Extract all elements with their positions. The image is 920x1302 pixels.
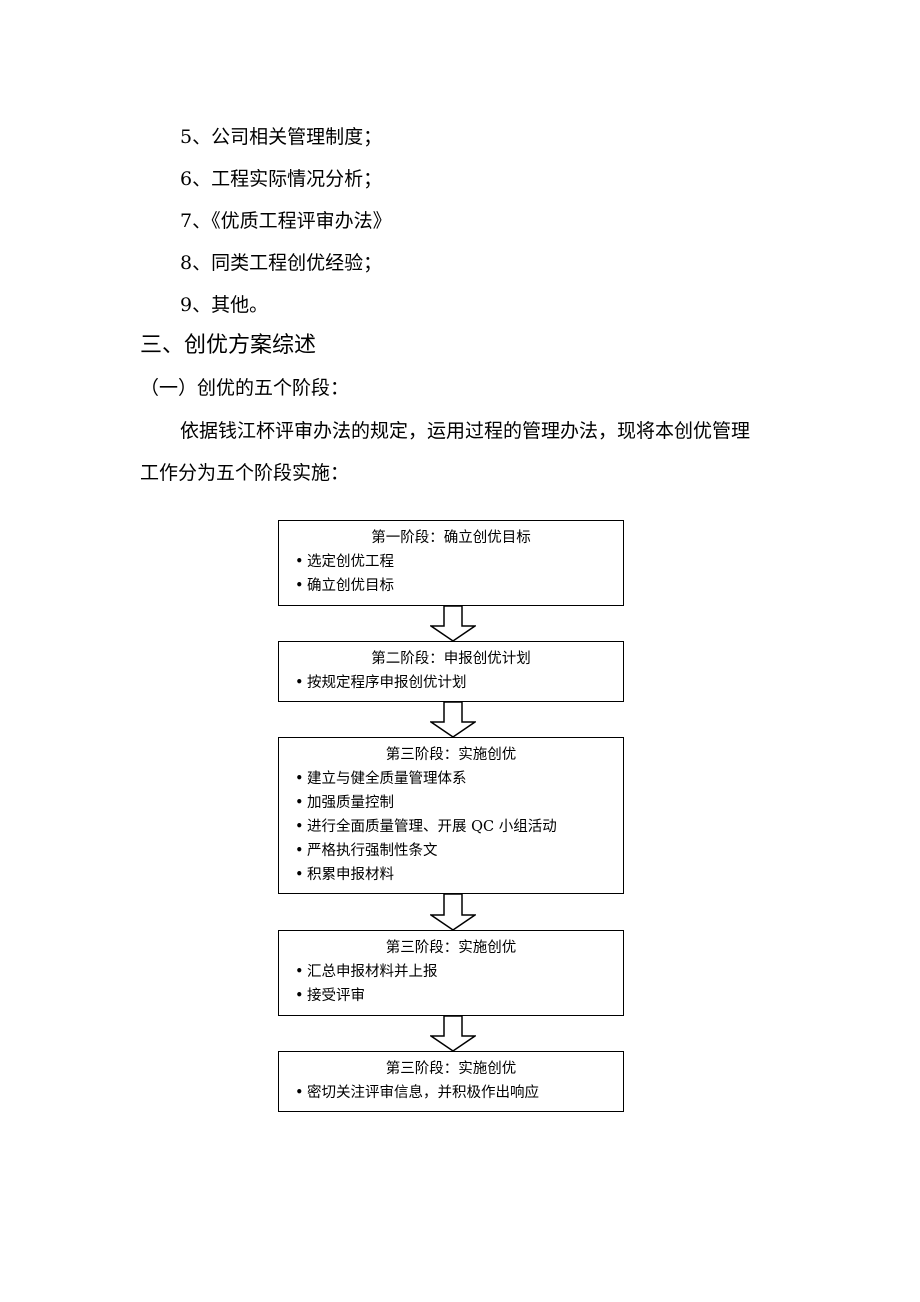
list-item-5: 5、公司相关管理制度； [180,126,383,148]
stage-item: •严格执行强制性条文 [279,839,623,863]
down-arrow-icon [430,894,476,931]
stage-title: 第三阶段：实施创优 [385,747,517,763]
list-item-9: 9、其他。 [180,294,269,316]
bullet-icon: • [295,675,304,691]
bullet-icon: • [295,554,304,570]
stage-box-4: 第三阶段：实施创优 •汇总申报材料并上报 •接受评审 [278,930,624,1016]
list-item-8: 8、同类工程创优经验； [180,252,383,274]
stage-item: •加强质量控制 [279,791,623,815]
stage-item: •选定创优工程 [279,550,623,574]
stage-box-2: 第二阶段：申报创优计划 •按规定程序申报创优计划 [278,641,624,702]
stage-title: 第二阶段：申报创优计划 [371,651,531,667]
bullet-icon: • [295,795,304,811]
stage-title: 第三阶段：实施创优 [385,940,517,956]
bullet-icon: • [295,819,304,835]
stage-title: 第一阶段：确立创优目标 [371,530,531,546]
stage-box-3: 第三阶段：实施创优 •建立与健全质量管理体系 •加强质量控制 •进行全面质量管理… [278,737,624,894]
subsection-heading: （一）创优的五个阶段： [140,377,350,399]
paragraph-line-1: 依据钱江杯评审办法的规定，运用过程的管理办法，现将本创优管理 [180,420,751,442]
bullet-icon: • [295,867,304,883]
bullet-icon: • [295,1085,304,1101]
stage-item: •汇总申报材料并上报 [279,960,623,984]
paragraph-line-2: 工作分为五个阶段实施： [140,462,350,484]
down-arrow-icon [430,702,476,738]
stage-item: •确立创优目标 [279,574,623,598]
bullet-icon: • [295,988,304,1004]
stage-title: 第三阶段：实施创优 [385,1061,517,1077]
list-item-7: 7、《优质工程评审办法》 [180,210,392,232]
stage-item: •进行全面质量管理、开展 QC 小组活动 [279,815,623,839]
section-heading: 三、创优方案综述 [140,333,317,358]
bullet-icon: • [295,771,304,787]
stage-box-1: 第一阶段：确立创优目标 •选定创优工程 •确立创优目标 [278,520,624,606]
stage-item: •建立与健全质量管理体系 [279,767,623,791]
bullet-icon: • [295,843,304,859]
down-arrow-icon [430,606,476,642]
stage-item: •积累申报材料 [279,863,623,887]
stage-item: •接受评审 [279,984,623,1008]
stage-item: •按规定程序申报创优计划 [279,671,623,695]
list-item-6: 6、工程实际情况分析； [180,168,383,190]
bullet-icon: • [295,578,304,594]
down-arrow-icon [430,1016,476,1052]
stage-box-5: 第三阶段：实施创优 •密切关注评审信息，并积极作出响应 [278,1051,624,1112]
stage-item: •密切关注评审信息，并积极作出响应 [279,1081,623,1105]
bullet-icon: • [295,964,304,980]
